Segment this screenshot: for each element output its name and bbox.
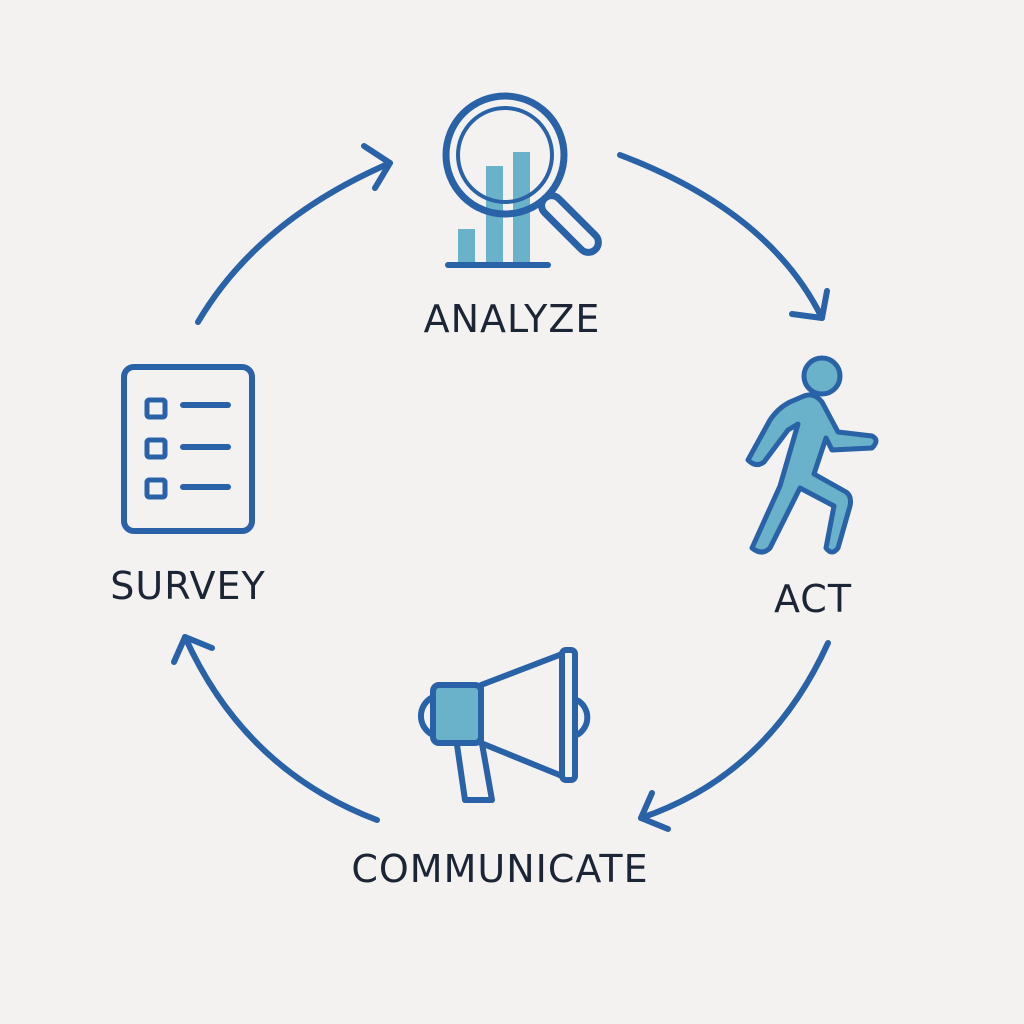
step-label-act: ACT: [773, 577, 853, 621]
step-label-survey: SURVEY: [110, 564, 266, 608]
walking-person-icon: [745, 355, 879, 555]
arrow-communicate-to-survey: [171, 634, 380, 823]
step-label-analyze: ANALYZE: [423, 297, 601, 341]
megaphone-icon: [418, 647, 591, 803]
step-label-communicate: COMMUNICATE: [351, 847, 649, 891]
arrow-act-to-communicate: [638, 640, 831, 832]
magnifier-bar-chart-icon: [442, 92, 602, 268]
arrow-survey-to-analyze: [195, 143, 393, 325]
checklist-icon: [121, 364, 255, 534]
arrow-analyze-to-act: [617, 152, 830, 321]
